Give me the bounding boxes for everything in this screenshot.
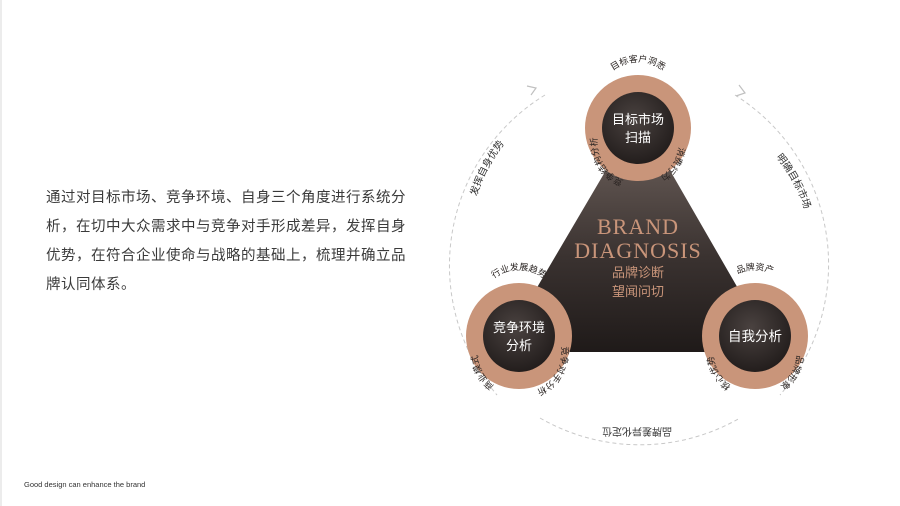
center-subtitle-line2: 望闻问切	[612, 284, 664, 300]
node-top-label-line1: 目标市场	[612, 112, 664, 128]
node-self-analysis: 自我分析 品牌资产 核心优势 品牌形象	[702, 261, 808, 393]
core-triangle	[509, 141, 765, 352]
node-target-market: 目标市场 扫描 目标客户洞悉 竞争结构分析 消费行为	[585, 53, 691, 189]
arrowhead-left-icon	[526, 85, 538, 96]
cycle-label-upper-right: 明确目标市场	[774, 151, 814, 210]
center-subtitle-line1: 品牌诊断	[612, 265, 664, 281]
center-title-line1: BRAND	[597, 214, 679, 239]
node-left-core	[483, 300, 555, 372]
node-left-label-line2: 分析	[506, 339, 532, 354]
node-left-ring-top-text: 行业发展趋势	[489, 261, 549, 281]
node-right-label: 自我分析	[728, 329, 782, 345]
cycle-label-upper-left: 发挥自身优势	[467, 138, 507, 198]
node-top-core	[602, 92, 674, 164]
node-top-ring-top-text: 目标客户洞悉	[609, 53, 668, 73]
node-top-label-line2: 扫描	[625, 131, 651, 146]
intro-paragraph: 通过对目标市场、竞争环境、自身三个角度进行系统分析，在切中大众需求中与竞争对手形…	[46, 190, 406, 293]
node-right-ring-top-text: 品牌资产	[735, 261, 776, 277]
center-title-line2: DIAGNOSIS	[574, 238, 702, 263]
cycle-label-bottom: 品牌差异化定位	[602, 425, 672, 438]
cycle-arc-bottom	[539, 417, 741, 446]
node-right-core	[719, 300, 791, 372]
footer-tagline: Good design can enhance the brand	[24, 480, 146, 489]
node-left-label-line1: 竞争环境	[493, 320, 545, 336]
left-edge-line	[0, 0, 2, 506]
cycle-arc-right	[734, 94, 830, 396]
arrowhead-right-icon	[735, 84, 746, 97]
